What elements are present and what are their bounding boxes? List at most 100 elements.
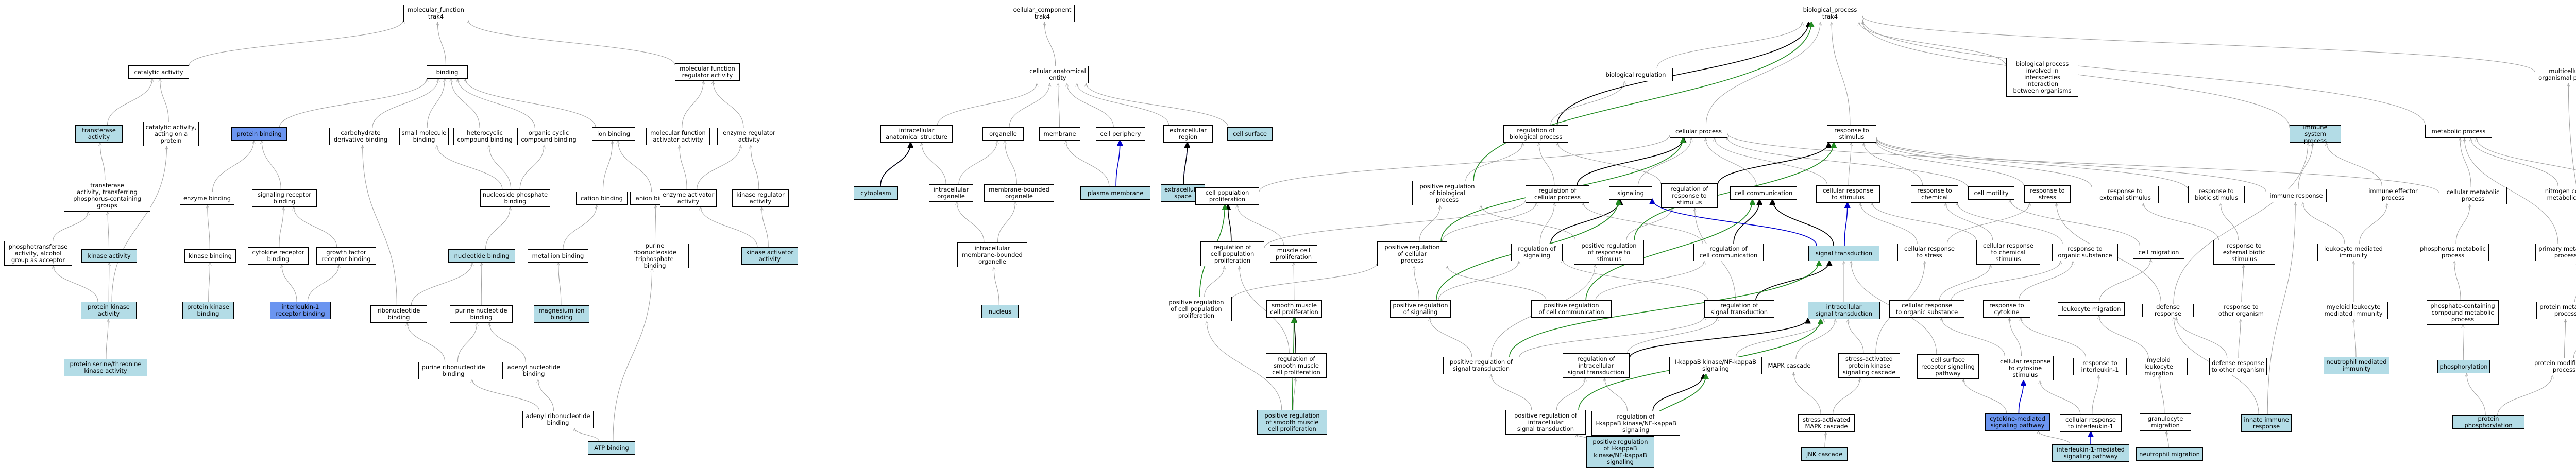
node-membrane[interactable]: membrane: [1039, 127, 1080, 141]
node-respextbiot[interactable]: response to external biotic stimulus: [2213, 240, 2275, 265]
node-stressmapk[interactable]: stress-activated MAPK cascade: [1798, 414, 1855, 432]
node-cationbind[interactable]: cation binding: [576, 192, 628, 205]
node-catprot[interactable]: catalytic activity, acting on a protein: [143, 122, 199, 146]
node-protkin[interactable]: protein kinase activity: [81, 302, 137, 319]
node-plasmamem[interactable]: plasma membrane: [1080, 186, 1150, 200]
node-il1rec[interactable]: interleukin-1 receptor binding: [270, 302, 331, 319]
node-respbiot[interactable]: response to biotic stimulus: [2188, 186, 2245, 203]
node-posregsig[interactable]: positive regulation of signaling: [1390, 300, 1451, 318]
node-smallmol[interactable]: small molecule binding: [399, 128, 449, 145]
node-posregintrasig[interactable]: positive regulation of intracellular sig…: [1505, 410, 1586, 435]
node-regsig[interactable]: regulation of signaling: [1511, 244, 1563, 261]
node-resporg[interactable]: response to organic substance: [2052, 244, 2118, 261]
node-regintrasig[interactable]: regulation of intracellular signal trans…: [1563, 353, 1630, 378]
node-neutmig[interactable]: neutrophil migration: [2136, 447, 2203, 461]
node-cellmig[interactable]: cell migration: [2133, 246, 2184, 259]
node-cellper[interactable]: cell periphery: [1096, 127, 1145, 141]
node-serthr[interactable]: protein serine/threonine kinase activity: [64, 359, 147, 376]
node-cellmet[interactable]: cellular metabolic process: [2439, 187, 2507, 204]
node-mfreg[interactable]: molecular function regulator activity: [675, 63, 740, 81]
node-proteinbind[interactable]: protein binding: [231, 127, 287, 141]
node-phosalc[interactable]: phosphotransferase activity, alcohol gro…: [4, 241, 72, 266]
node-adenylribo[interactable]: adenyl ribonucleotide binding: [522, 411, 594, 428]
node-carbderiv[interactable]: carbohydrate derivative binding: [329, 128, 392, 145]
node-enzbind[interactable]: enzyme binding: [180, 192, 234, 205]
node-sigtrans[interactable]: signal transduction: [1808, 246, 1879, 261]
node-cellresp[interactable]: cellular response to stimulus: [1816, 185, 1880, 203]
node-posregikb[interactable]: positive regulation of I-kappaB kinase/N…: [1586, 436, 1654, 468]
node-protkinbind[interactable]: protein kinase binding: [182, 302, 234, 319]
node-stressprot[interactable]: stress-activated protein kinase signalin…: [1838, 353, 1900, 378]
node-protmod[interactable]: protein modification process: [2531, 358, 2576, 375]
node-binding[interactable]: binding: [427, 65, 468, 79]
node-leukmed[interactable]: leukocyte mediated immunity: [2317, 244, 2389, 261]
node-cytoplasm[interactable]: cytoplasm: [854, 186, 898, 200]
node-transphos[interactable]: transferase activity, transferring phosp…: [64, 180, 150, 212]
node-purnuc[interactable]: purine nucleotide binding: [450, 305, 513, 323]
node-regikb[interactable]: regulation of I-kappaB kinase/NF-kappaB …: [1591, 411, 1680, 436]
node-immresp[interactable]: immune response: [2266, 189, 2327, 202]
node-metproc[interactable]: metabolic process: [2425, 125, 2492, 138]
node-atpbind[interactable]: ATP binding: [588, 441, 635, 455]
node-cellpop[interactable]: cell population proliferation: [1195, 187, 1259, 205]
node-intracmbo[interactable]: intracellular membrane-bounded organelle: [957, 242, 1027, 267]
node-granmig[interactable]: granulocyte migration: [2140, 413, 2191, 431]
node-enzreg[interactable]: enzyme regulator activity: [717, 128, 781, 145]
node-leukmig[interactable]: leukocyte migration: [2058, 302, 2125, 316]
node-cellmot[interactable]: cell motility: [1968, 186, 2014, 200]
node-respchem[interactable]: response to chemical: [1911, 185, 1958, 203]
node-primmet[interactable]: primary metabolic process: [2535, 244, 2576, 261]
node-nucleus[interactable]: nucleus: [981, 305, 1019, 318]
node-nucphos[interactable]: nucleoside phosphate binding: [480, 189, 550, 207]
node-posregsmcp[interactable]: positive regulation of smooth muscle cel…: [1257, 410, 1327, 435]
node-regrespstim[interactable]: regulation of response to stimulus: [1661, 183, 1718, 208]
node-cc[interactable]: cellular_component trak4: [1010, 5, 1075, 22]
node-posregbp[interactable]: positive regulation of biological proces…: [1412, 181, 1482, 205]
node-catalytic[interactable]: catalytic activity: [128, 65, 189, 79]
node-mapk[interactable]: MAPK cascade: [1765, 359, 1814, 372]
node-myeloidmig[interactable]: myeloid leukocyte migration: [2130, 356, 2188, 376]
node-regcellpop[interactable]: regulation of cell population proliferat…: [1200, 241, 1264, 266]
node-cellsurfrec[interactable]: cell surface receptor signaling pathway: [1917, 354, 1979, 379]
node-nucleotbind[interactable]: nucleotide binding: [448, 249, 515, 263]
node-smcp[interactable]: smooth muscle cell proliferation: [1266, 300, 1322, 318]
node-organiccyc[interactable]: organic cyclic compound binding: [517, 128, 580, 145]
node-respil1[interactable]: response to interleukin-1: [2073, 358, 2127, 375]
node-enzact[interactable]: enzyme activator activity: [660, 189, 717, 207]
node-intracas[interactable]: intracellular anatomical structure: [880, 125, 953, 143]
node-extracreg[interactable]: extracellular region: [1163, 125, 1213, 143]
node-innate[interactable]: innate immune response: [2241, 414, 2292, 432]
node-cellproc[interactable]: cellular process: [1670, 125, 1727, 138]
node-cellrespstress[interactable]: cellular response to stress: [1897, 244, 1961, 261]
node-ribonuc[interactable]: ribonucleotide binding: [370, 305, 427, 323]
node-sigrecbind[interactable]: signaling receptor binding: [252, 189, 317, 207]
node-mf[interactable]: molecular_function trak4: [403, 5, 468, 22]
node-il1med[interactable]: interleukin-1-mediated signaling pathway: [2052, 444, 2129, 462]
node-intracorg[interactable]: intracellular organelle: [929, 184, 973, 202]
node-jnk[interactable]: JNK cascade: [1801, 447, 1848, 461]
node-kinact[interactable]: kinase activity: [81, 249, 137, 263]
node-cellresporg[interactable]: cellular response to organic substance: [1889, 300, 1964, 318]
node-kinactact[interactable]: kinase activator activity: [741, 247, 798, 265]
node-posregcellpop[interactable]: positive regulation of cell population p…: [1161, 297, 1232, 321]
node-defresp2[interactable]: defense response to other organism: [2209, 358, 2267, 375]
node-phosmet[interactable]: phosphorus metabolic process: [2417, 244, 2489, 261]
node-respstress[interactable]: response to stress: [2024, 185, 2071, 203]
node-regsigtrans[interactable]: regulation of signal transduction: [1704, 300, 1774, 318]
node-ionbind[interactable]: ion binding: [592, 127, 635, 141]
node-heterocyc[interactable]: heterocyclic compound binding: [453, 128, 516, 145]
node-cytrecbind[interactable]: cytokine receptor binding: [248, 247, 309, 265]
node-protphos[interactable]: protein phosphorylation: [2452, 415, 2524, 429]
node-cellsurf[interactable]: cell surface: [1227, 127, 1273, 141]
node-bp[interactable]: biological_process trak4: [1798, 5, 1862, 22]
node-respstim[interactable]: response to stimulus: [1827, 125, 1876, 143]
node-intrasig[interactable]: intracellular signal transduction: [1808, 302, 1880, 319]
node-signaling[interactable]: signaling: [1609, 186, 1652, 200]
node-adenyl[interactable]: adenyl nucleotide binding: [502, 362, 565, 379]
node-respother[interactable]: response to other organism: [2214, 302, 2268, 319]
node-respext[interactable]: response to external stimulus: [2092, 186, 2159, 203]
node-gfrecbind[interactable]: growth factor receptor binding: [316, 247, 376, 265]
node-regcp[interactable]: regulation of cellular process: [1526, 185, 1589, 203]
node-regbp[interactable]: regulation of biological process: [1503, 125, 1568, 143]
node-membbound[interactable]: membrane-bounded organelle: [984, 184, 1054, 202]
